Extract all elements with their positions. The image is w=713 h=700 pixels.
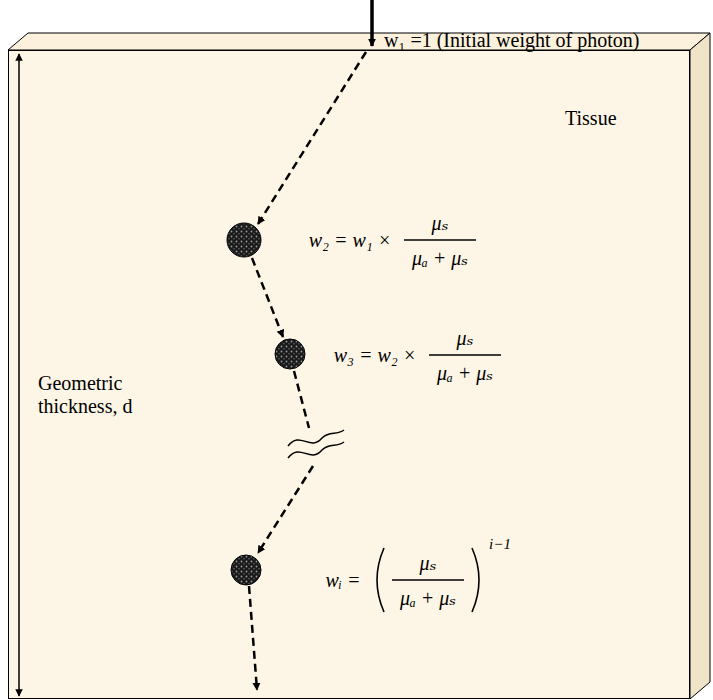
photon-path	[258, 52, 366, 224]
slab-side-face	[690, 33, 710, 699]
parenthesis	[472, 548, 479, 612]
scattering-event	[227, 223, 261, 257]
photon-path	[294, 371, 309, 428]
scattering-event	[275, 339, 305, 369]
fraction-bar	[404, 239, 476, 240]
slab-front-face	[8, 50, 690, 699]
photon-path	[249, 586, 257, 690]
fraction-numerator: μₛ	[420, 552, 437, 575]
region-label: Tissue	[565, 107, 617, 130]
fraction-bar	[392, 579, 464, 580]
fraction-denominator: μₐ + μₛ	[437, 362, 493, 385]
initial-weight-label: w₁ =1 (Initial weight of photon)	[384, 29, 639, 52]
parenthesis	[377, 548, 384, 612]
photon-path	[252, 258, 283, 337]
fraction-denominator: μₐ + μₛ	[400, 587, 456, 610]
thickness-arrow	[18, 54, 20, 696]
thickness-label: Geometric thickness, d	[38, 372, 166, 418]
weight-formula: w₂ = w₁ ×	[309, 229, 392, 252]
fraction-bar	[429, 354, 501, 355]
break-mark	[288, 442, 344, 458]
scattering-event	[231, 555, 261, 585]
exponent: i−1	[489, 536, 511, 553]
break-mark	[288, 430, 344, 446]
photon-path	[258, 466, 313, 553]
weight-formula: wᵢ =	[326, 569, 361, 592]
fraction-numerator: μₛ	[457, 327, 474, 350]
fraction-numerator: μₛ	[432, 212, 449, 235]
weight-formula: w₃ = w₂ ×	[334, 344, 417, 367]
fraction-denominator: μₐ + μₛ	[412, 247, 468, 270]
incident-arrow	[370, 0, 374, 46]
